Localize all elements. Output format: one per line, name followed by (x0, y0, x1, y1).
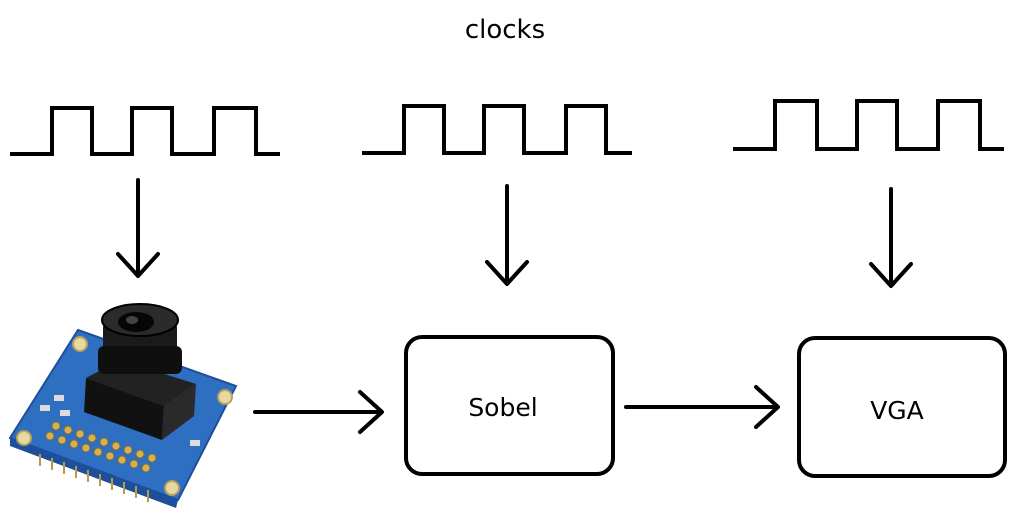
arrow-clock-to-sobel (485, 184, 529, 286)
arrow-clock-to-camera (116, 178, 160, 278)
sobel-label: Sobel (468, 393, 537, 422)
clocks-title: clocks (465, 15, 545, 45)
camera-module-icon (8, 303, 238, 508)
arrow-clock-to-vga (869, 187, 913, 288)
arrow-camera-to-sobel (253, 390, 384, 434)
clock-wave-camera (10, 106, 280, 156)
clock-wave-vga (733, 99, 1004, 151)
clock-wave-sobel (362, 104, 632, 155)
vga-label: VGA (870, 396, 924, 425)
sobel-block: Sobel (404, 335, 615, 476)
vga-block: VGA (797, 336, 1007, 478)
arrow-sobel-to-vga (624, 385, 780, 429)
